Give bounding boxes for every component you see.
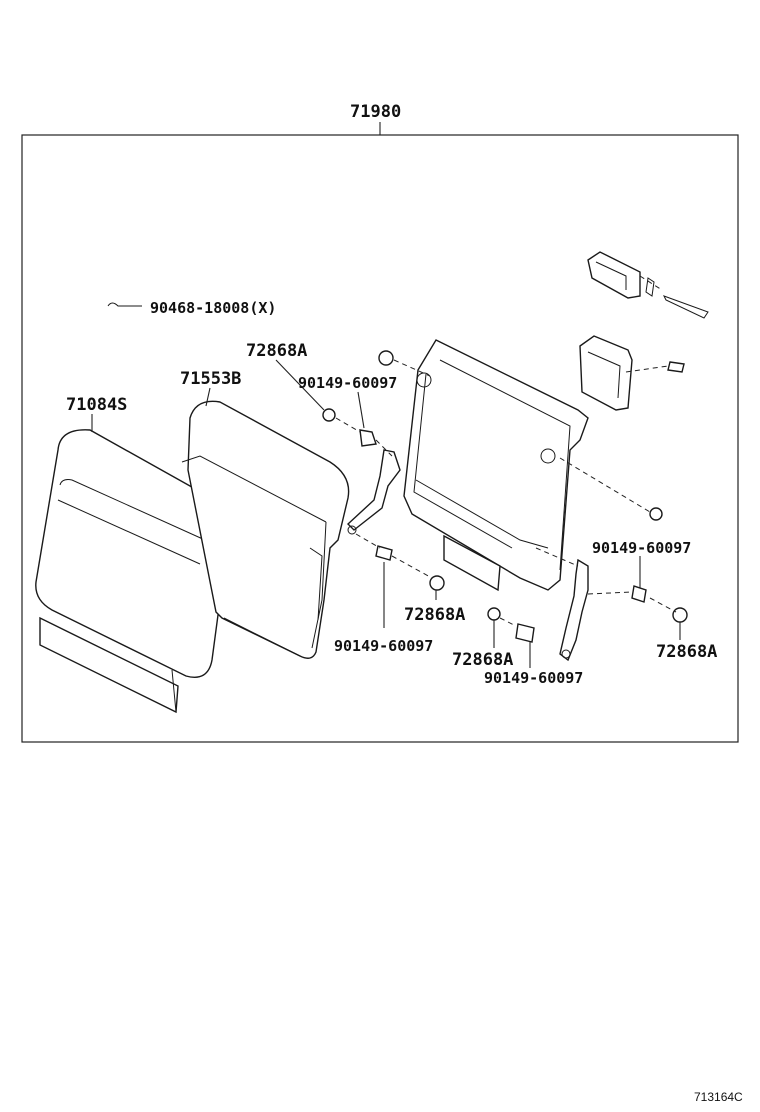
- fasteners: [107, 302, 688, 643]
- label-screw-left-bottom: 90149-60097: [334, 637, 433, 655]
- cap-icon: [487, 607, 501, 621]
- label-cap-right: 72868A: [656, 642, 717, 662]
- cap-icon: [322, 408, 336, 422]
- label-clip: 90468-18008(X): [150, 299, 276, 317]
- label-cushion-pad: 71084S: [66, 395, 127, 415]
- bolt-icon: [631, 585, 647, 603]
- diagram-ref-code: 713164C: [694, 1090, 743, 1104]
- label-screw-bottom: 90149-60097: [484, 669, 583, 687]
- clip-icon: [107, 302, 142, 307]
- bolt-icon: [667, 361, 685, 373]
- assembly-dash-lines: [335, 275, 677, 627]
- bolt-icon: [375, 545, 393, 561]
- cap-icon: [672, 607, 688, 623]
- headrest-guide-drawing: [579, 251, 709, 411]
- leader-lines: [91, 359, 681, 668]
- assembly-frame-box: [21, 134, 739, 743]
- seat-cover-drawing: [181, 400, 350, 659]
- label-seat-cover: 71553B: [180, 369, 241, 389]
- bolt-icon: [649, 507, 663, 521]
- bolt-icon: [378, 350, 394, 366]
- label-screw-upper: 90149-60097: [298, 374, 397, 392]
- assembly-number: 71980: [350, 102, 401, 122]
- label-cap-center: 72868A: [404, 605, 465, 625]
- seat-frame-drawing: [403, 339, 589, 592]
- label-cap-bottom: 72868A: [452, 650, 513, 670]
- hinge-left-drawing: [346, 449, 401, 535]
- label-cap-upper: 72868A: [246, 341, 307, 361]
- bolt-icon: [515, 623, 535, 643]
- bolt-icon: [359, 429, 377, 447]
- cushion-pad-drawing: [35, 429, 230, 714]
- cap-icon: [429, 575, 445, 591]
- label-screw-right: 90149-60097: [592, 539, 691, 557]
- hinge-right-drawing: [559, 558, 589, 662]
